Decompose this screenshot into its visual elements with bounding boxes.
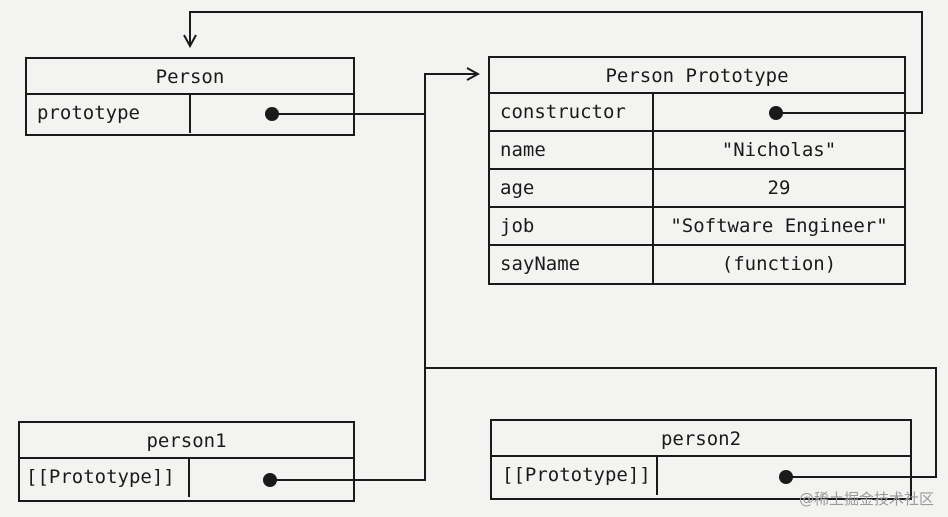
proto-row: age 29 (490, 170, 904, 208)
person-prototype-key: prototype (27, 95, 191, 133)
proto-row-key: sayName (490, 246, 654, 284)
proto-row: job "Software Engineer" (490, 208, 904, 246)
person2-box: person2 [[Prototype]] (490, 419, 912, 500)
proto-row-key: constructor (490, 94, 654, 130)
proto-row: sayName (function) (490, 246, 904, 284)
proto-row: name "Nicholas" (490, 132, 904, 170)
person2-prototype-key: [[Prototype]] (492, 457, 658, 495)
proto-row-value: 29 (767, 177, 791, 199)
person-prototype-box: Person Prototype constructor name "Nicho… (488, 56, 906, 285)
person1-proto-link (270, 114, 426, 481)
person-prototype-row: prototype (27, 95, 353, 133)
person2-title: person2 (492, 421, 910, 457)
constructor-dot (769, 106, 783, 120)
person2-proto-dot (779, 470, 793, 484)
person1-prototype-row: [[Prototype]] (20, 459, 353, 497)
person-prototype-value (191, 95, 353, 133)
person1-proto-dot (263, 473, 277, 487)
proto-row-value: "Nicholas" (721, 139, 837, 161)
person1-box: person1 [[Prototype]] (18, 421, 355, 502)
person-prototype-title: Person Prototype (490, 58, 904, 94)
person2-proto-link (425, 367, 937, 478)
proto-row-key: job (490, 208, 654, 244)
person-prototype-dot (265, 107, 279, 121)
person2-prototype-row: [[Prototype]] (492, 457, 910, 495)
watermark-text: @稀土掘金技术社区 (798, 490, 934, 508)
proto-row-value (654, 94, 904, 130)
proto-row: constructor (490, 94, 904, 132)
person-box-title: Person (27, 59, 353, 95)
proto-row-value: "Software Engineer" (670, 215, 888, 237)
constructor-link (190, 11, 923, 114)
person1-prototype-key: [[Prototype]] (20, 459, 190, 497)
person1-title: person1 (20, 423, 353, 459)
prototype-link (272, 74, 478, 115)
proto-row-key: name (490, 132, 654, 168)
proto-row-value: (function) (721, 253, 837, 275)
person1-prototype-value (190, 459, 353, 497)
person-box: Person prototype (25, 57, 355, 136)
proto-row-key: age (490, 170, 654, 206)
